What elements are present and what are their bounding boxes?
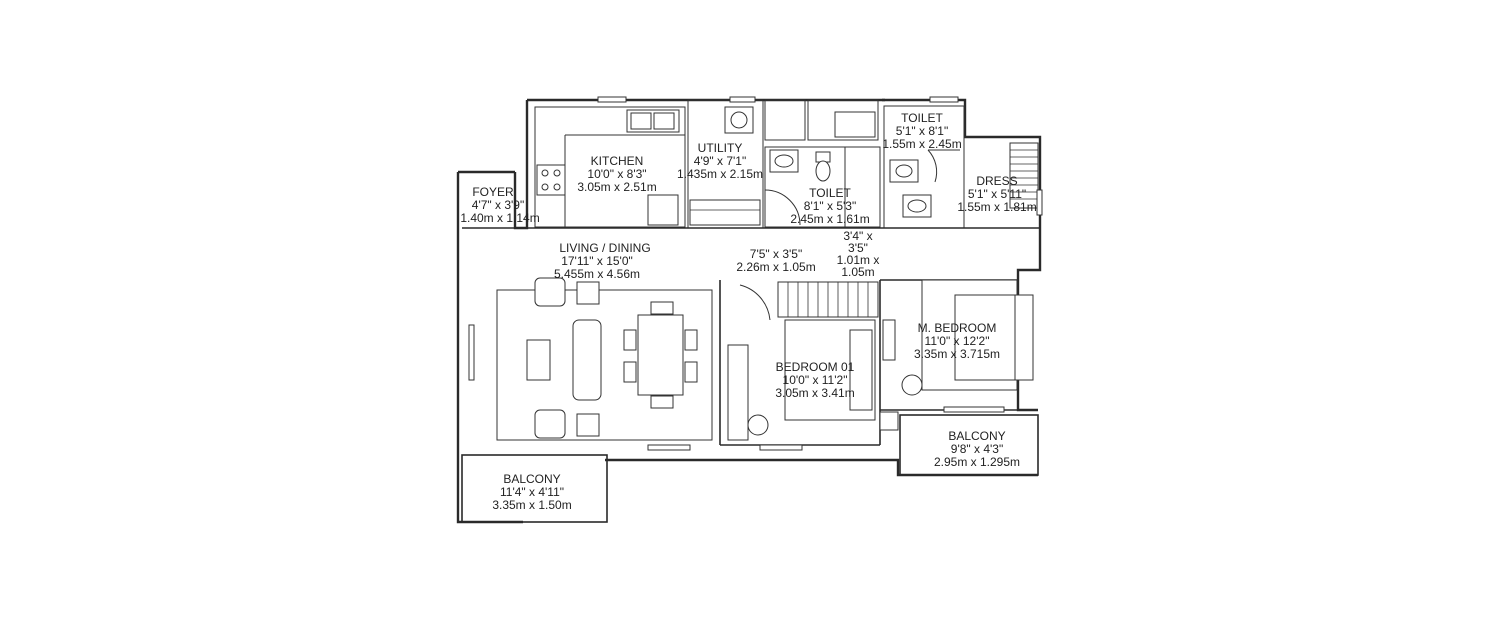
toilet-top-area	[883, 105, 965, 229]
nook-dim-ft-b: 3'5"	[848, 241, 868, 255]
utility-dim-m: 1.435m x 2.15m	[677, 167, 763, 181]
balcony-left-name: BALCONY	[503, 472, 560, 486]
kitchen-dim-m: 3.05m x 2.51m	[577, 180, 656, 194]
balcony-left-dim-ft: 11'4" x 4'11"	[500, 485, 564, 499]
bedroom01-dim-m: 3.05m x 3.41m	[775, 386, 854, 400]
utility-name: UTILITY	[698, 141, 743, 155]
toilet-top-name: TOILET	[901, 111, 943, 125]
foyer-dim-m: 1.40m x 1.14m	[460, 211, 539, 225]
balcony-right-name: BALCONY	[948, 429, 1005, 443]
living-dim-m: 5.455m x 4.56m	[554, 267, 640, 281]
stove	[536, 164, 566, 196]
balcony-left-dim-m: 3.35m x 1.50m	[492, 498, 571, 512]
utility-dim-ft: 4'9" x 7'1"	[694, 154, 746, 168]
toilet-mid-dim-ft: 8'1" x 5'3"	[804, 199, 856, 213]
bedroom01-furniture	[727, 281, 879, 441]
bedroom01-dim-ft: 10'0" x 11'2"	[783, 373, 848, 387]
wash-basin-2	[902, 194, 932, 218]
fridge	[647, 194, 679, 226]
washing-machine	[724, 106, 754, 134]
balcony-right-dim-m: 2.95m x 1.295m	[934, 455, 1020, 469]
side-shelf	[727, 344, 749, 441]
balconies	[461, 414, 1039, 523]
chair-bedroom01	[747, 414, 769, 436]
dining-table	[637, 314, 684, 396]
master-dim-ft: 11'0" x 12'2"	[925, 334, 990, 348]
kitchen-name: KITCHEN	[591, 154, 644, 168]
tv-unit	[882, 319, 896, 361]
room-labels: KITCHEN 10'0" x 8'3" 3.05m x 2.51m UTILI…	[460, 111, 1036, 512]
passage-dim-ft: 7'5" x 3'5"	[750, 247, 802, 261]
chair-master	[901, 374, 923, 396]
kitchen-area	[534, 106, 686, 228]
wc	[815, 160, 831, 182]
balcony-right-dim-ft: 9'8" x 4'3"	[951, 442, 1003, 456]
toilet-mid-name: TOILET	[809, 186, 851, 200]
nook-dim-m-b: 1.05m	[841, 265, 874, 279]
foyer-dim-ft: 4'7" x 3'9"	[472, 198, 524, 212]
sofa	[572, 319, 602, 401]
master-name: M. BEDROOM	[918, 321, 997, 335]
dress-dim-ft: 5'1" x 5'11"	[968, 187, 1026, 201]
wardrobe	[1009, 142, 1039, 209]
nook-dim-ft-a: 3'4" x	[843, 229, 872, 243]
living-dining-furniture	[496, 277, 713, 441]
dress-name: DRESS	[976, 174, 1017, 188]
master-dim-m: 3.35m x 3.715m	[914, 347, 1000, 361]
nook-dim-m-a: 1.01m x	[837, 253, 880, 267]
living-name: LIVING / DINING	[559, 241, 650, 255]
master-bedroom-furniture	[879, 279, 1034, 431]
coffee-table	[526, 339, 551, 381]
wash-basin	[769, 149, 799, 173]
living-dim-ft: 17'11" x 15'0"	[561, 254, 633, 268]
dress-dim-m: 1.55m x 1.81m	[957, 200, 1036, 214]
toilet-top-dim-ft: 5'1" x 8'1"	[896, 124, 948, 138]
bedroom01-name: BEDROOM 01	[776, 360, 855, 374]
windows	[468, 96, 1043, 451]
toilet-mid-dim-m: 2.45m x 1.61m	[790, 212, 869, 226]
armchair-top	[534, 277, 566, 307]
dress-area	[1009, 142, 1039, 209]
armchair-bottom	[534, 409, 566, 439]
passage-dim-m: 2.26m x 1.05m	[736, 260, 815, 274]
kitchen-dim-ft: 10'0" x 8'3"	[587, 167, 646, 181]
toilet-middle-area	[764, 146, 881, 228]
foyer-name: FOYER	[472, 185, 514, 199]
toilet-top-dim-m: 1.55m x 2.45m	[882, 137, 961, 151]
shafts	[764, 99, 879, 141]
